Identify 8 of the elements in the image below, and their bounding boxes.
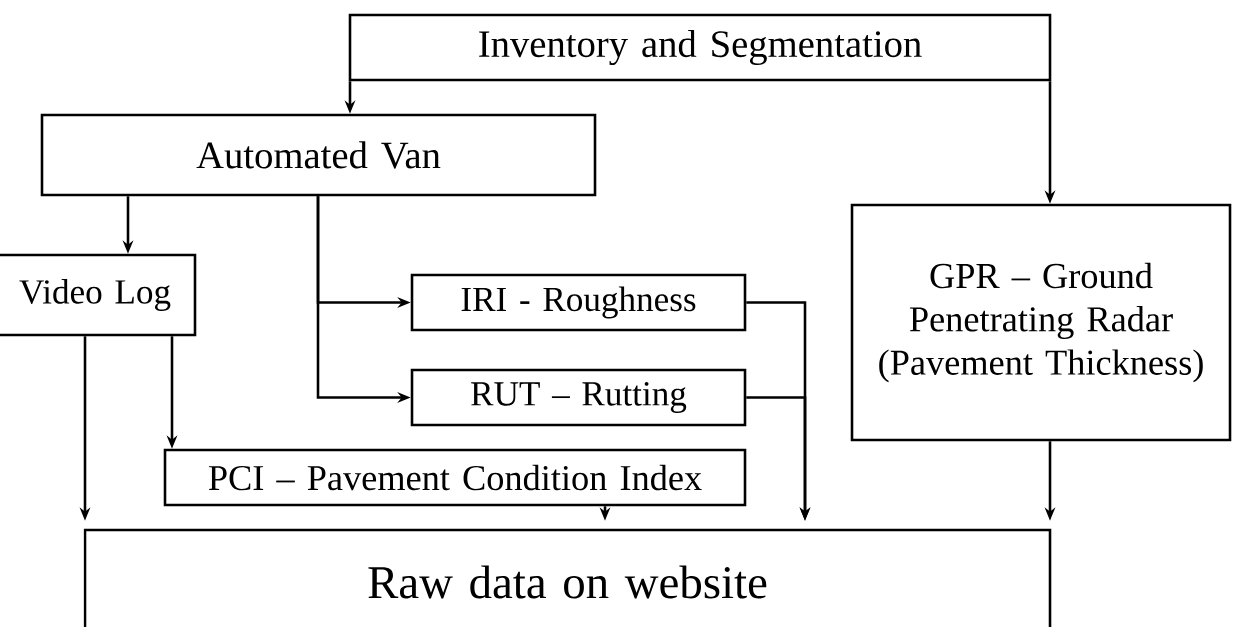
process-box: PCI – Pavement Condition Index [163, 448, 747, 507]
process-box: RUT – Rutting [410, 368, 747, 427]
output-box: Raw data on website [83, 528, 1052, 627]
process-box: Automated Van [40, 113, 597, 197]
process-box: IRI - Roughness [410, 273, 747, 332]
process-box: GPR – Ground Penetrating Radar (Pavement Thickness) [850, 203, 1232, 442]
process-box: Video Log [0, 253, 197, 337]
process-box: Inventory and Segmentation [348, 13, 1052, 82]
